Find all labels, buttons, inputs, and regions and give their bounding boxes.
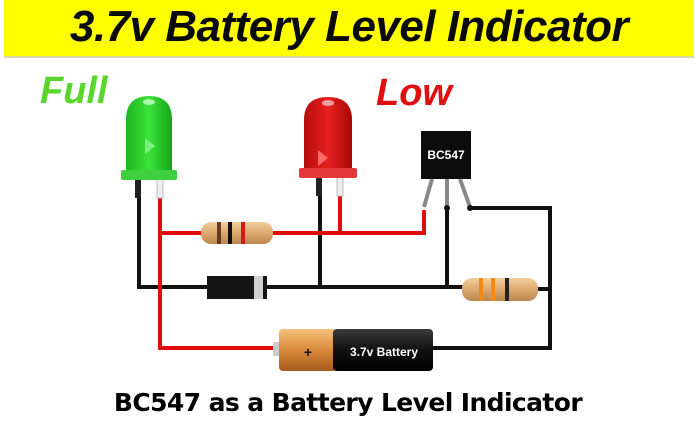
black-wires (137, 186, 552, 350)
transistor-label: BC547 (427, 148, 465, 162)
full-label: Full (40, 70, 108, 112)
resistor-top (201, 222, 273, 244)
bc547-transistor: BC547 (421, 131, 473, 211)
green-led (121, 96, 177, 199)
battery-label: 3.7v Battery (350, 345, 418, 359)
battery-plus: + (304, 344, 312, 360)
red-wires (158, 192, 426, 350)
red-led (299, 97, 357, 197)
battery: + 3.7v Battery (273, 329, 433, 371)
diagram-caption: BC547 as a Battery Level Indicator (113, 388, 583, 417)
diagram-title: 3.7v Battery Level Indicator (69, 2, 629, 51)
diode (207, 276, 267, 299)
resistor-right (462, 278, 538, 301)
low-label: Low (376, 72, 452, 114)
title-banner: 3.7v Battery Level Indicator (4, 0, 694, 58)
